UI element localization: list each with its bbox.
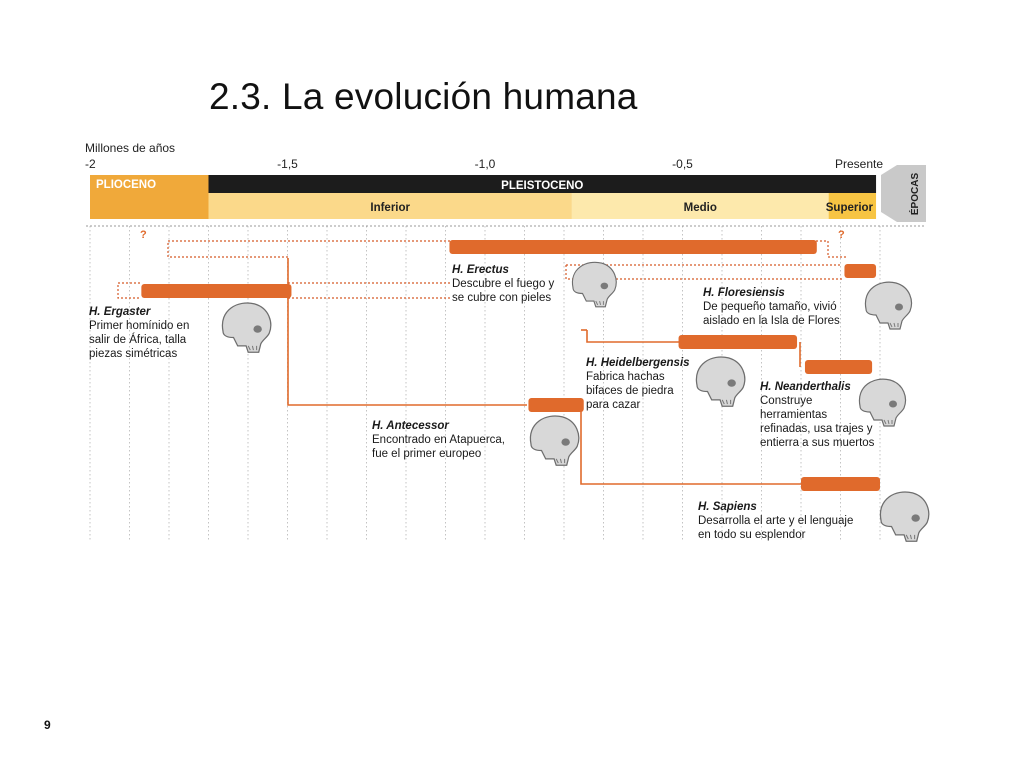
slide-number: 9 — [44, 718, 51, 732]
species-desc-line: fue el primer europeo — [372, 448, 481, 460]
axis-tick-label: -0,5 — [672, 157, 693, 171]
species-bar-antecessor — [528, 398, 584, 412]
skull-eye — [561, 438, 570, 446]
species-desc-line: en todo su esplendor — [698, 529, 806, 541]
subepoch-label: Medio — [684, 202, 717, 214]
species-desc-line: Fabrica hachas — [586, 371, 665, 383]
species-desc-line: salir de África, talla — [89, 333, 187, 346]
axis-tick-label: Presente — [835, 157, 883, 171]
skull-icon — [864, 281, 913, 330]
skull-icon — [221, 302, 272, 353]
skull-icon — [529, 415, 580, 466]
skull-eye — [911, 514, 920, 522]
axis-tick-label: -1,5 — [277, 157, 298, 171]
species-desc-line: Descubre el fuego y — [452, 278, 555, 290]
species-bar-floresiensis — [844, 264, 877, 278]
skull-icon — [858, 378, 907, 427]
erectus-floresiensis-link — [565, 265, 842, 280]
species-name-antecessor: H. Antecessor — [372, 420, 449, 432]
skull-icon — [695, 356, 746, 407]
species-bar-erectus — [449, 240, 817, 254]
lineage-connectors — [117, 240, 848, 485]
epoch-label: PLIOCENO — [96, 179, 156, 191]
skull-eye — [727, 379, 736, 387]
skull-shape — [879, 491, 930, 542]
lineage-antecessor-sapiens — [580, 405, 802, 485]
species-desc-line: refinadas, usa trajes y — [760, 423, 873, 435]
grid-lines — [86, 225, 926, 540]
species-name-ergaster: H. Ergaster — [89, 306, 151, 318]
subepoch-band — [828, 193, 877, 219]
lineage-to-heidelbergensis — [586, 330, 682, 343]
skull-shape — [858, 378, 907, 427]
skull-shape — [864, 281, 913, 330]
epochs-tag — [881, 165, 926, 222]
skull-shape — [695, 356, 746, 407]
skull-eye — [600, 282, 609, 290]
species-name-heidelbergensis: H. Heidelbergensis — [586, 357, 690, 369]
skull-shape — [221, 302, 272, 353]
skull-illustrations — [221, 261, 930, 542]
skull-shape — [529, 415, 580, 466]
species-bar-heidelbergensis — [678, 335, 798, 349]
species-name-neanderthalis: H. Neanderthalis — [760, 381, 851, 393]
skull-teeth — [889, 322, 899, 328]
species-bar-neanderthalis — [804, 360, 873, 374]
epochs-tag-label: ÉPOCAS — [908, 173, 921, 216]
species-desc-line: Encontrado en Atapuerca, — [372, 434, 505, 446]
skull-teeth — [883, 419, 893, 425]
species-desc-line: para cazar — [586, 399, 641, 411]
species-bar-ergaster — [141, 284, 292, 298]
axis-unit-label: Millones de años — [85, 141, 175, 155]
epoch-band — [208, 175, 877, 193]
axis-tick-label: -1,0 — [475, 157, 496, 171]
species-desc-line: Primer homínido en — [89, 320, 189, 332]
ergaster-uncertain-left — [117, 282, 140, 299]
species-name-floresiensis: H. Floresiensis — [703, 287, 785, 299]
skull-eye — [889, 400, 897, 408]
page-title: 2.3. La evolución humana — [209, 76, 638, 117]
skull-teeth — [595, 300, 604, 306]
skull-icon — [571, 261, 617, 308]
skull-icon — [879, 491, 930, 542]
species-name-erectus: H. Erectus — [452, 264, 509, 276]
skull-teeth — [555, 458, 566, 464]
subepoch-band — [571, 193, 829, 219]
skull-eye — [895, 303, 903, 311]
uncertain-mark: ? — [838, 229, 845, 241]
subepoch-band — [208, 193, 572, 219]
species-desc-line: De pequeño tamaño, vivió — [703, 301, 837, 313]
lineage-ergaster-antecessor — [287, 258, 527, 406]
species-desc-line: aislado en la Isla de Flores — [703, 315, 840, 327]
epoch-band — [90, 175, 209, 219]
uncertain-mark: ? — [140, 229, 147, 241]
skull-teeth — [721, 399, 732, 405]
species-desc-line: Construye — [760, 395, 812, 407]
species-bars — [141, 240, 880, 491]
species-bar-sapiens — [801, 477, 880, 491]
species-desc-line: piezas simétricas — [89, 348, 177, 360]
axis-tick-label: -2 — [85, 157, 96, 171]
species-name-sapiens: H. Sapiens — [698, 501, 757, 513]
species-desc-line: se cubre con pieles — [452, 292, 551, 304]
erectus-uncertain-left — [167, 240, 452, 258]
species-desc-line: entierra a sus muertos — [760, 437, 875, 449]
skull-shape — [571, 261, 617, 308]
epoch-header: Millones de años -2 -1,5 -1,0 -0,5 PresentePL… — [85, 141, 926, 222]
subepoch-label: Superior — [826, 202, 874, 214]
species-desc-line: bifaces de piedra — [586, 385, 674, 397]
epoch-label: PLEISTOCENO — [501, 180, 583, 192]
skull-teeth — [247, 345, 258, 351]
species-desc-line: herramientas — [760, 409, 827, 421]
subepoch-label: Inferior — [370, 202, 410, 214]
skull-teeth — [905, 534, 916, 540]
skull-eye — [253, 325, 262, 333]
species-desc-line: Desarrolla el arte y el lenguaje — [698, 515, 853, 527]
erectus-uncertain-right — [816, 240, 848, 258]
